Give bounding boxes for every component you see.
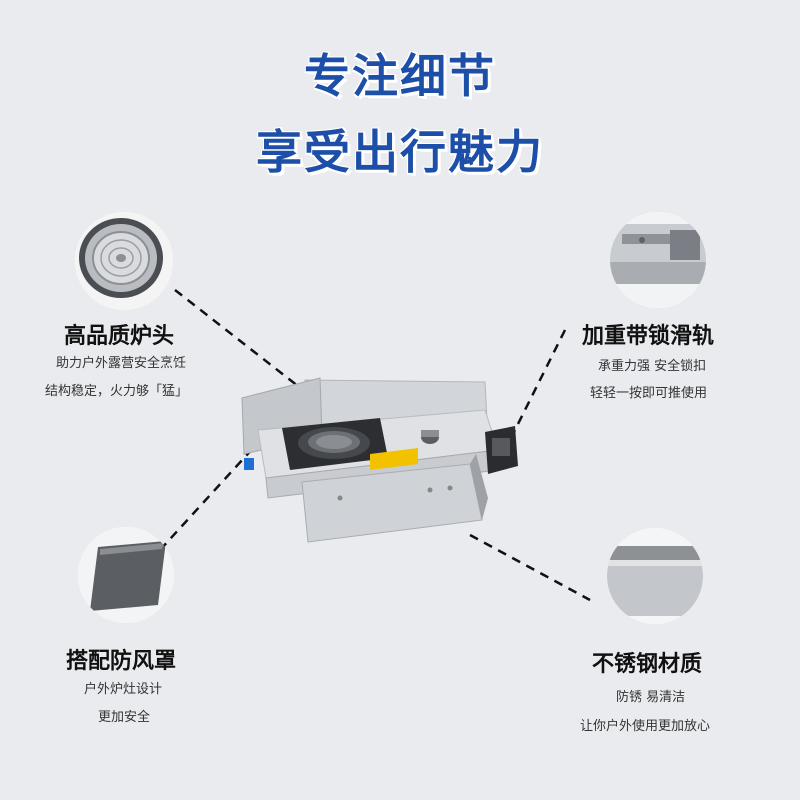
windshield-title: 搭配防风罩 bbox=[66, 649, 177, 674]
connector-burner bbox=[174, 289, 336, 416]
rail-closeup-image bbox=[610, 212, 706, 308]
windshield-closeup-image bbox=[78, 527, 174, 623]
steel-title: 不锈钢材质 bbox=[592, 652, 703, 677]
burner-title: 高品质炉头 bbox=[64, 324, 175, 349]
burner-desc-2: 结构稳定，火力够「猛」 bbox=[45, 384, 189, 399]
connector-rail bbox=[508, 329, 567, 441]
steel-desc-2: 让你户外使用更加放心 bbox=[580, 719, 711, 734]
windshield-desc-2: 更加安全 bbox=[98, 710, 151, 725]
burner-closeup-image bbox=[75, 212, 173, 310]
headline-line-2: 享受出行魅力 bbox=[256, 125, 544, 179]
stove-product-image bbox=[241, 377, 518, 543]
windshield-desc-1: 户外炉灶设计 bbox=[84, 682, 163, 697]
headline-line-1: 专注细节 bbox=[304, 49, 496, 103]
burner-desc-1: 助力户外露营安全烹饪 bbox=[56, 356, 187, 371]
connector-steel bbox=[469, 533, 591, 602]
steel-desc-1: 防锈 易清洁 bbox=[616, 690, 686, 705]
rail-title: 加重带锁滑轨 bbox=[582, 324, 715, 349]
rail-desc-1: 承重力强 安全锁扣 bbox=[598, 359, 707, 374]
connector-windshield bbox=[159, 434, 266, 551]
steel-closeup-image bbox=[607, 528, 703, 624]
rail-desc-2: 轻轻一按即可推使用 bbox=[590, 386, 708, 401]
